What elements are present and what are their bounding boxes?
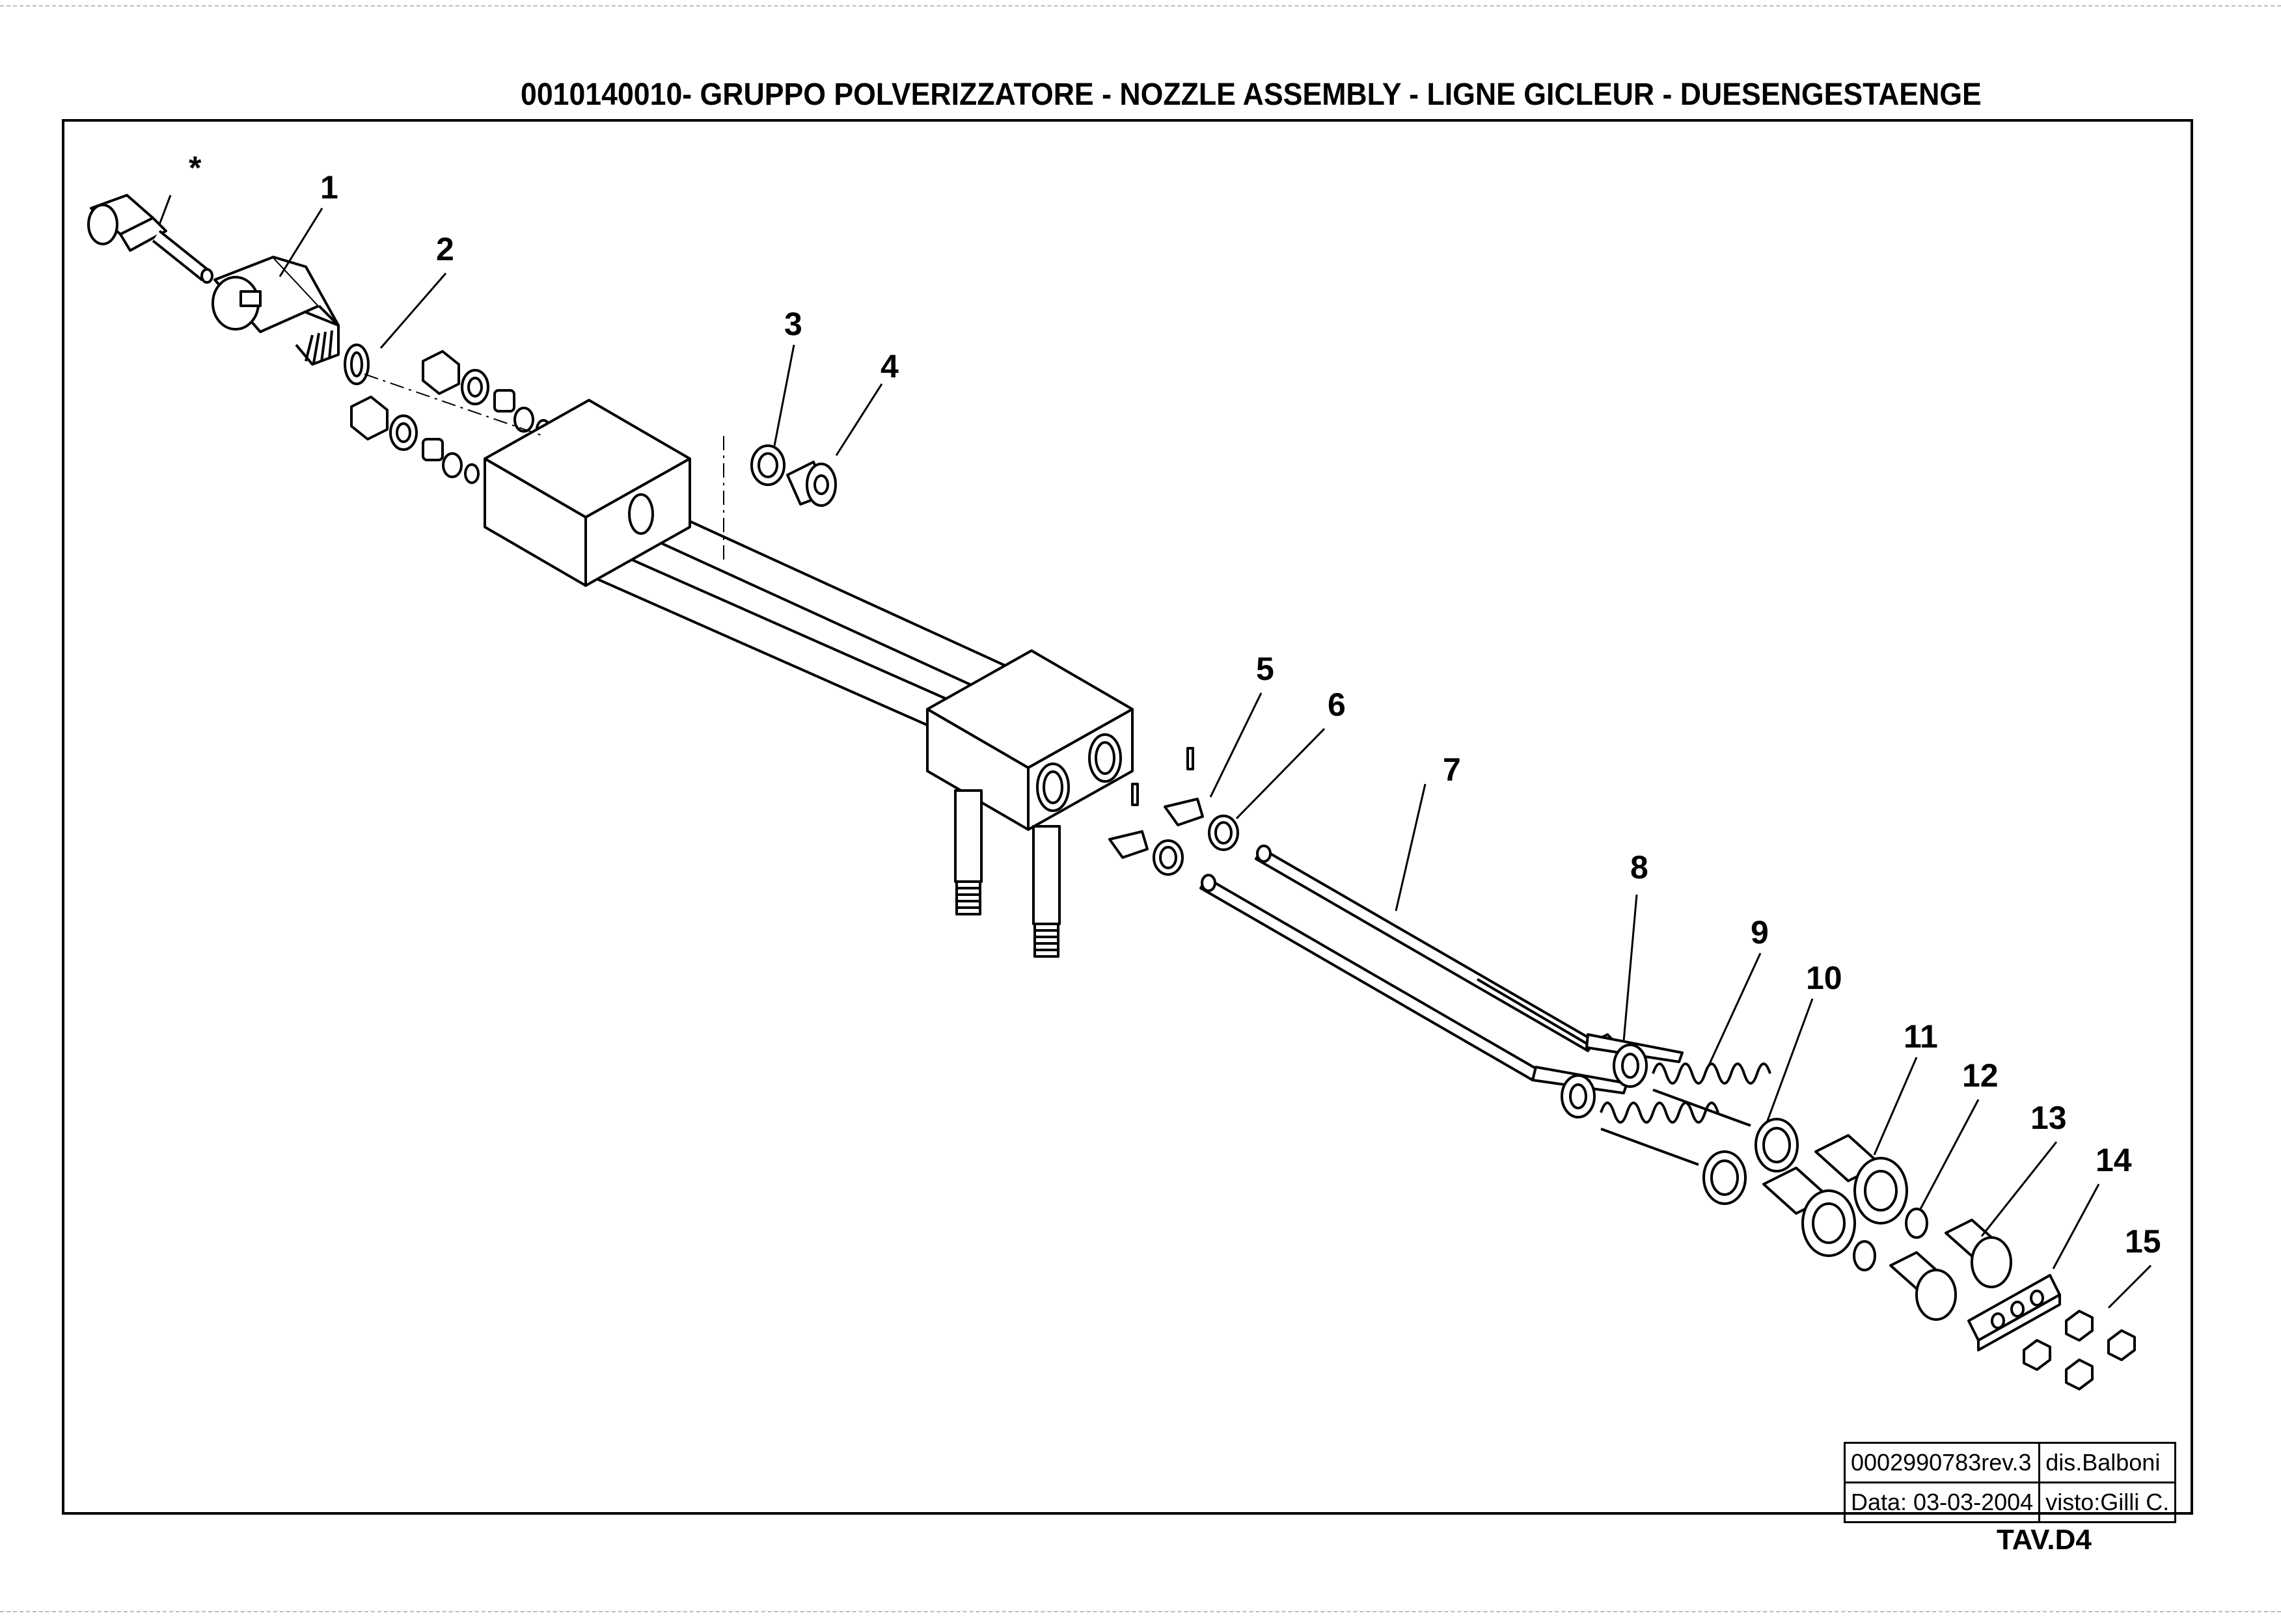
callout-8: 8 (1630, 849, 1648, 886)
drawn-by: dis.Balboni (2038, 1442, 2177, 1483)
callout-10: 10 (1806, 960, 1842, 996)
part-manifold-block-lower (926, 649, 1134, 958)
part-stem (87, 194, 213, 284)
part-springs-9 (1600, 1062, 1771, 1166)
part-washer-10a (1755, 1118, 1799, 1172)
drawing-date: Data: 03-03-2004 (1843, 1482, 2041, 1523)
callout-2: 2 (436, 231, 454, 267)
part-spring-seats-8 (1561, 1044, 1648, 1118)
callout-9: 9 (1751, 914, 1769, 951)
callout-14: 14 (2096, 1142, 2132, 1178)
part-plate-14 (1967, 1274, 2061, 1351)
part-fittings-upper (422, 350, 551, 440)
callout-3: 3 (784, 306, 802, 342)
part-washer-10b (1702, 1150, 1747, 1205)
part-washer-12a (1905, 1208, 1928, 1239)
drawing-title: 0010140010- GRUPPO POLVERIZZATORE - NOZZ… (521, 77, 1982, 112)
part-washer-3 (750, 444, 785, 486)
callout-12: 12 (1962, 1057, 1999, 1094)
callout-7: 7 (1443, 751, 1461, 788)
checked-by: visto:Gilli C. (2038, 1482, 2177, 1523)
callout-1: 1 (320, 169, 338, 206)
part-plug-4 (786, 461, 837, 507)
assembly-center-lines (364, 373, 724, 563)
drawing-frame (62, 119, 2193, 1515)
scan-edge-top (0, 5, 2281, 7)
callout-11: 11 (1904, 1018, 1938, 1055)
drawing-number: 0002990783rev.3 (1843, 1442, 2041, 1483)
part-washer-12b (1853, 1240, 1876, 1271)
callout-6: 6 (1328, 686, 1346, 723)
callout-4: 4 (881, 348, 899, 385)
callout-5: 5 (1256, 651, 1274, 687)
callout-15: 15 (2125, 1223, 2161, 1260)
part-hex-nuts-15 (2023, 1310, 2136, 1390)
part-circlip-inner (350, 351, 363, 377)
scan-edge-bottom (0, 1611, 2281, 1612)
part-pins-5 (1108, 747, 1204, 859)
part-needles-7 (1199, 845, 1684, 1094)
callout-13: 13 (2030, 1100, 2067, 1136)
part-bushings-6 (1153, 815, 1239, 876)
part-sleeve (212, 256, 340, 366)
sheet-number: TAV.D4 (1997, 1524, 2092, 1556)
part-nozzle-caps-13 (1889, 1219, 2012, 1321)
leader-lines (158, 195, 2152, 1309)
part-circlip (344, 344, 370, 385)
part-nuts-11 (1762, 1134, 1908, 1257)
title-block: 0002990783rev.3 dis.Balboni Data: 03-03-… (1843, 1442, 2177, 1523)
part-manifold-block-upper (484, 399, 1017, 737)
callout-star: * (189, 150, 202, 186)
part-fittings-lower (350, 396, 480, 484)
